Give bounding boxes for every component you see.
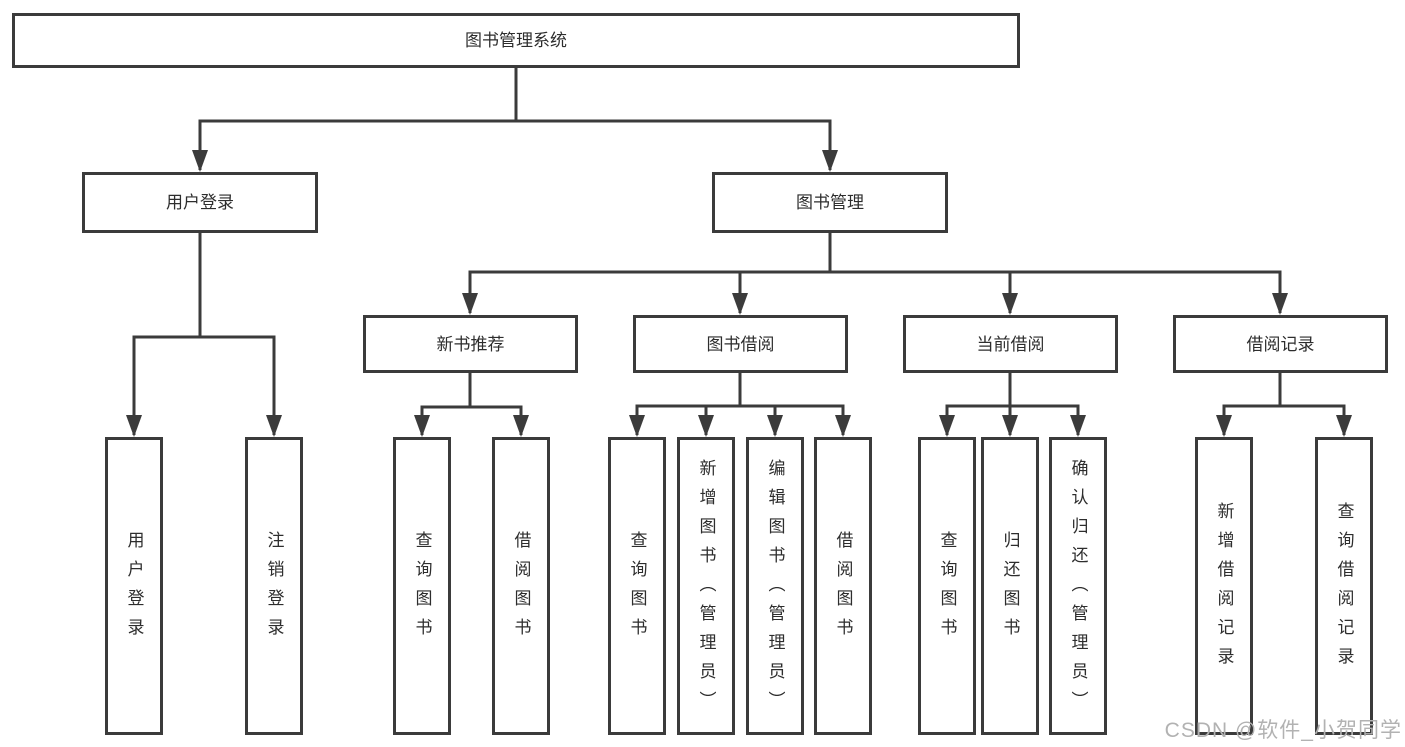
leaf-add-books-admin-label: 新增图书（管理员） xyxy=(696,458,716,720)
leaf-user-login-label: 用户登录 xyxy=(124,531,144,647)
leaf-query-borrow-record: 查询借阅记录 xyxy=(1315,437,1373,735)
leaf-borrow-query-books-label: 查询图书 xyxy=(627,531,647,647)
leaf-edit-books-admin: 编辑图书（管理员） xyxy=(746,437,804,735)
leaf-recommend-query-books: 查询图书 xyxy=(393,437,451,735)
connector-current-borrow xyxy=(945,373,1080,435)
leaf-add-borrow-record-label: 新增借阅记录 xyxy=(1214,502,1234,676)
leaf-confirm-return-admin: 确认归还（管理员） xyxy=(1049,437,1107,735)
leaf-recommend-borrow-books-label: 借阅图书 xyxy=(511,531,531,647)
leaf-add-books-admin: 新增图书（管理员） xyxy=(677,437,735,735)
node-new-book-recommend-label: 新书推荐 xyxy=(436,334,505,354)
leaf-query-borrow-record-label: 查询借阅记录 xyxy=(1334,502,1354,676)
leaf-borrow-books-label: 借阅图书 xyxy=(833,531,853,647)
connector-new-book xyxy=(420,373,523,435)
leaf-recommend-query-books-label: 查询图书 xyxy=(412,531,432,647)
node-new-book-recommend: 新书推荐 xyxy=(363,315,578,373)
leaf-add-borrow-record: 新增借阅记录 xyxy=(1195,437,1253,735)
leaf-return-books: 归还图书 xyxy=(981,437,1039,735)
node-borrow-records: 借阅记录 xyxy=(1173,315,1388,373)
leaf-logout-label: 注销登录 xyxy=(264,531,284,647)
csdn-watermark: CSDN @软件_小贺同学 xyxy=(1164,719,1402,742)
node-book-management-label: 图书管理 xyxy=(796,193,864,212)
leaf-current-query-books: 查询图书 xyxy=(918,437,976,735)
connector-book-borrow xyxy=(635,373,845,435)
node-user-login-label: 用户登录 xyxy=(166,193,234,212)
node-book-management: 图书管理 xyxy=(712,172,948,233)
leaf-confirm-return-admin-label: 确认归还（管理员） xyxy=(1068,458,1088,720)
connector-user-login xyxy=(132,233,276,435)
leaf-current-query-books-label: 查询图书 xyxy=(937,531,957,647)
node-root-label: 图书管理系统 xyxy=(465,31,567,50)
node-borrow-records-label: 借阅记录 xyxy=(1246,334,1315,354)
connector-book-management xyxy=(468,233,1282,313)
connector-root-bar xyxy=(198,119,832,170)
leaf-user-login: 用户登录 xyxy=(105,437,163,735)
node-book-borrow: 图书借阅 xyxy=(633,315,848,373)
node-user-login: 用户登录 xyxy=(82,172,318,233)
connector-borrow-records xyxy=(1222,373,1346,435)
leaf-borrow-books: 借阅图书 xyxy=(814,437,872,735)
leaf-return-books-label: 归还图书 xyxy=(1000,531,1020,647)
leaf-logout: 注销登录 xyxy=(245,437,303,735)
leaf-edit-books-admin-label: 编辑图书（管理员） xyxy=(765,458,785,720)
node-current-borrow-label: 当前借阅 xyxy=(976,334,1045,354)
node-book-borrow-label: 图书借阅 xyxy=(706,334,775,354)
node-root: 图书管理系统 xyxy=(12,13,1020,68)
node-current-borrow: 当前借阅 xyxy=(903,315,1118,373)
leaf-borrow-query-books: 查询图书 xyxy=(608,437,666,735)
leaf-recommend-borrow-books: 借阅图书 xyxy=(492,437,550,735)
